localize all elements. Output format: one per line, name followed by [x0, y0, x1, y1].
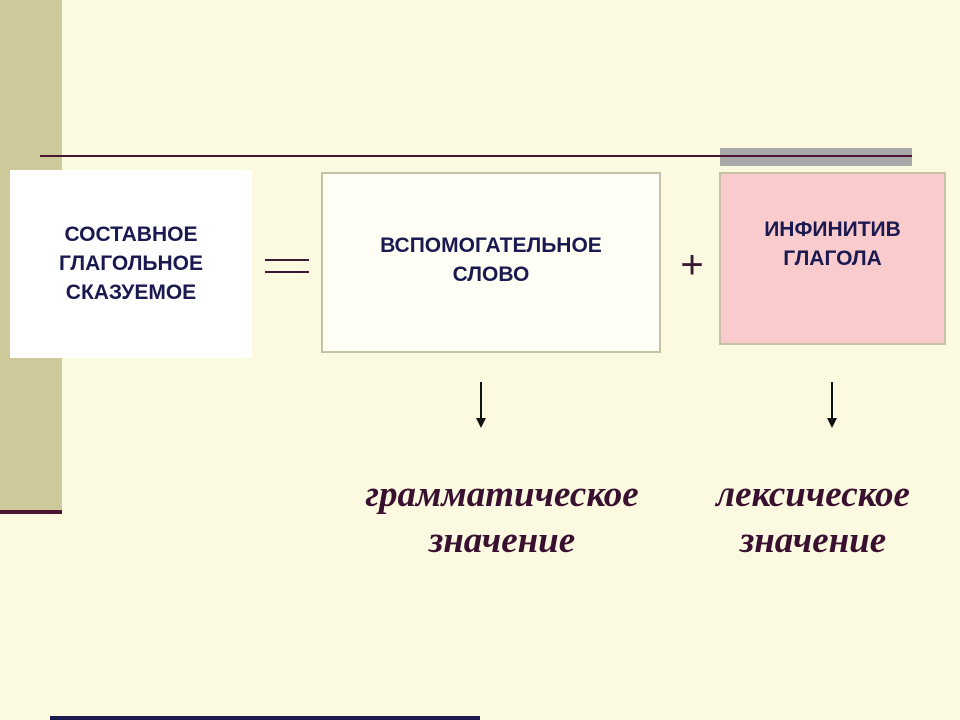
compound-predicate-label: СОСТАВНОЕ ГЛАГОЛЬНОЕ СКАЗУЕМОЕ	[58, 222, 204, 304]
sidebar-bottom-line	[0, 510, 62, 514]
gray-accent-bar	[720, 148, 912, 166]
equals-sign	[265, 256, 309, 276]
compound-predicate-box: СОСТАВНОЕ ГЛАГОЛЬНОЕ СКАЗУЕМОЕ	[10, 170, 252, 358]
auxiliary-word-box: ВСПОМОГАТЕЛЬНОЕ СЛОВО	[321, 172, 661, 353]
top-rule-line-overlay	[720, 155, 912, 157]
infinitive-label: ИНФИНИТИВ ГЛАГОЛА	[764, 217, 901, 270]
down-arrow-icon	[476, 382, 486, 428]
plus-sign: +	[680, 243, 704, 287]
infinitive-box: ИНФИНИТИВ ГЛАГОЛА	[719, 172, 946, 345]
top-rule-line	[40, 155, 912, 157]
lexical-meaning-text: лексическое значение	[716, 474, 910, 561]
bottom-decoration-line	[50, 716, 480, 720]
down-arrow-icon	[827, 382, 837, 428]
grammatical-meaning-text: грамматическое значение	[365, 474, 639, 561]
auxiliary-word-label: ВСПОМОГАТЕЛЬНОЕ СЛОВО	[380, 233, 602, 286]
